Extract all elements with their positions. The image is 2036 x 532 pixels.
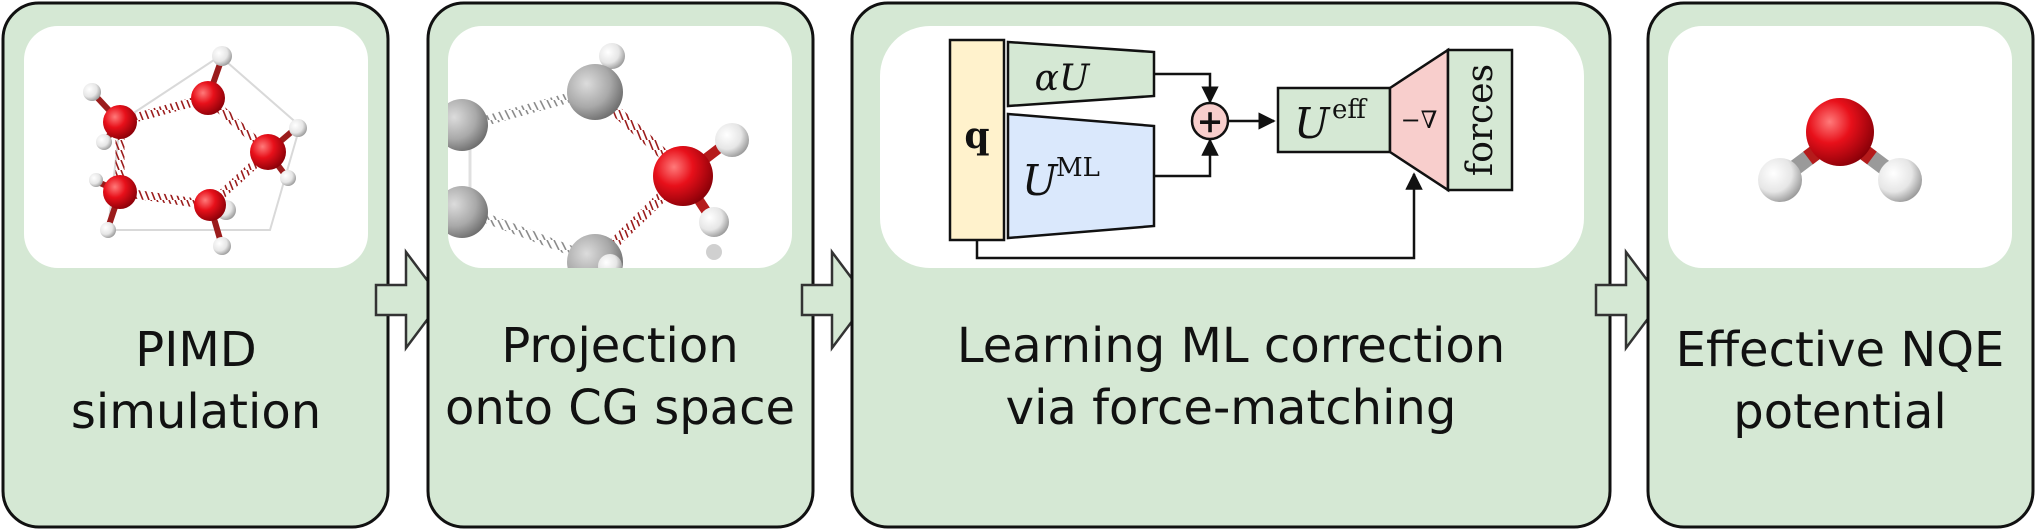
sum-symbol: + <box>1197 102 1224 140</box>
pimd-image-card <box>24 26 368 268</box>
forces-label: forces <box>1460 64 1501 176</box>
panel-projection: Projection onto CG space <box>426 1 815 529</box>
panel-label-line1: Learning ML correction <box>957 318 1505 374</box>
panel-label-line1: Effective NQE <box>1676 322 2005 378</box>
prior-block <box>1006 40 1156 108</box>
water-molecule-image <box>1758 98 1922 202</box>
panel-label-line2: via force-matching <box>1006 380 1457 436</box>
panel-label-line1: PIMD <box>135 322 256 378</box>
effective-label: U <box>1294 99 1331 148</box>
panel-label-line2: onto CG space <box>445 380 795 436</box>
input-block <box>948 38 1006 242</box>
water-ring-pentamer-image <box>83 46 307 255</box>
panel-effective-potential: Effective NQE potential <box>1646 1 2035 529</box>
network-schematic: q αU U ML + U eff −∇ forces <box>948 38 1514 260</box>
flow-arrow <box>800 248 870 352</box>
prior-label: αU <box>1035 58 1091 99</box>
input-label: q <box>964 115 989 157</box>
ml-block <box>1006 112 1156 240</box>
flow-arrow <box>374 248 444 352</box>
panel-learning: q αU U ML + U eff −∇ forces <box>850 1 1612 529</box>
forces-block <box>1446 48 1514 192</box>
ml-superscript: ML <box>1056 153 1100 183</box>
gradient-label: −∇ <box>1401 106 1438 134</box>
ml-label: U <box>1022 156 1059 205</box>
coarse-grained-water-image <box>448 43 749 268</box>
flow-arrow <box>1594 248 1664 352</box>
panel-label-line1: Projection <box>501 318 738 374</box>
panel-label-line2: simulation <box>71 384 321 440</box>
panel-label-line2: potential <box>1733 384 1947 440</box>
panel-pimd: PIMD simulation <box>1 1 390 529</box>
effective-superscript: eff <box>1332 95 1368 125</box>
